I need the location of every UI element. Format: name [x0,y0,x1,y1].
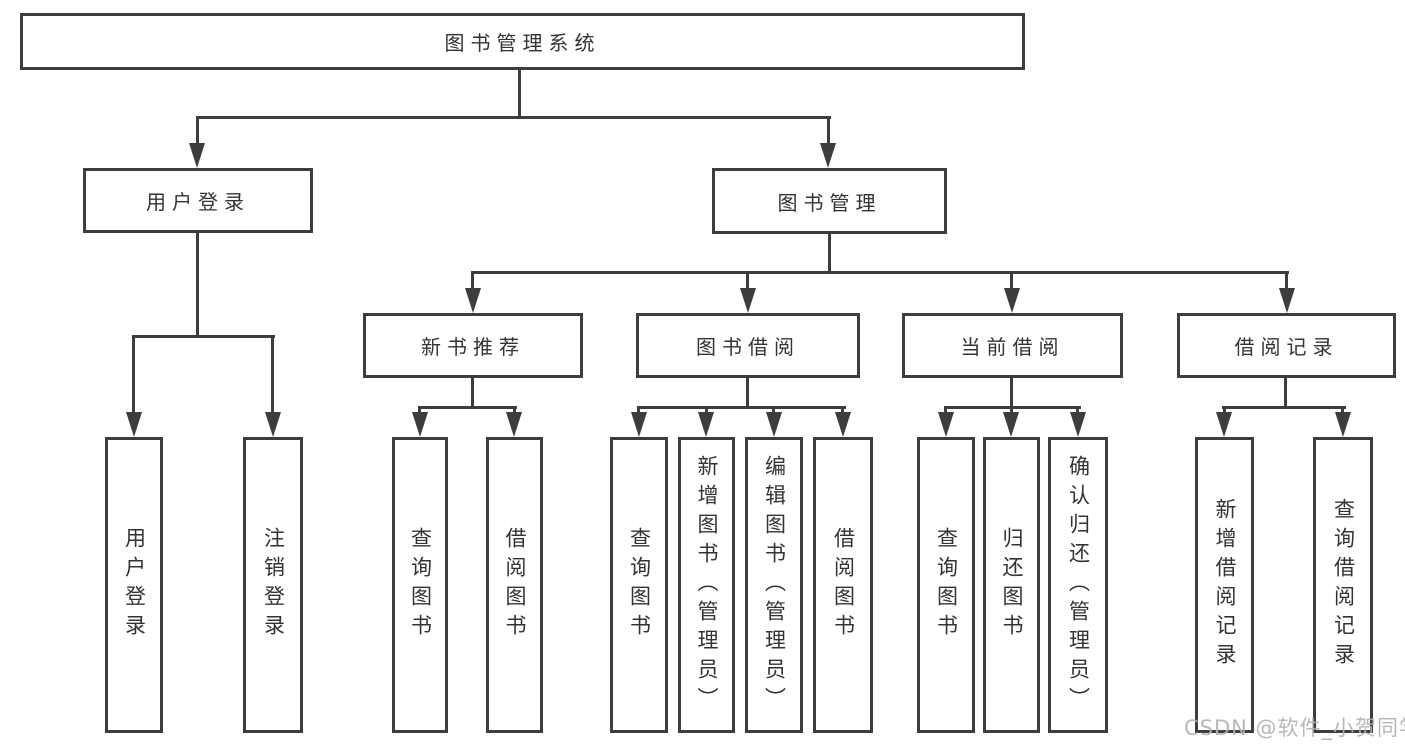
leaf-borrow-books-recommend: 借阅图书 [486,437,543,733]
connector-leaf-drop [772,406,775,416]
arrow-down-icon [412,412,428,437]
arrow-down-icon [631,412,647,437]
connector-leaf-drop [418,406,421,416]
connector-root-stem [518,68,521,119]
arrow-down-icon [126,412,142,437]
connector-leaf-drop [944,406,947,416]
arrow-down-icon [766,412,782,437]
arrow-down-icon [820,143,836,168]
leaf-add-borrow-record: 新增借阅记录 [1195,437,1254,733]
leaf-borrow-books: 借阅图书 [813,437,873,733]
node-user-login-branch: 用户登录 [83,168,313,233]
leaf-query-books-current: 查询图书 [917,437,975,733]
arrow-down-icon [698,412,714,437]
leaf-add-books-admin: 新增图书（管理员） [678,437,735,733]
connector-book-branch-stem [828,232,831,274]
connector-leaf-drop [1223,406,1226,416]
arrow-down-icon [506,412,522,437]
connector-group-stem [746,376,749,409]
connector-leaf-drop [841,406,844,416]
arrow-down-icon [1070,412,1086,437]
arrow-down-icon [1216,412,1232,437]
connector-drop-book-borrow [746,271,749,291]
arrow-down-icon [740,288,756,313]
connector-leaf-drop [1341,406,1344,416]
connector-drop-current-borrow [1010,271,1013,291]
leaf-return-books: 归还图书 [983,437,1040,733]
leaf-logout: 注销登录 [243,437,303,733]
node-book-management-branch: 图书管理 [712,168,947,234]
node-book-borrowing: 图书借阅 [636,313,860,378]
arrow-down-icon [1279,288,1295,313]
arrow-down-icon [938,412,954,437]
arrow-down-icon [1003,412,1019,437]
connector-leaf-drop [637,406,640,416]
node-borrowing-records: 借阅记录 [1177,313,1396,378]
arrow-down-icon [189,143,205,168]
connector-level3-rail [471,271,1289,274]
connector-leaf-drop [1010,406,1013,416]
csdn-watermark: CSDN @软件_小贺同学 [1184,716,1405,740]
node-current-borrowing: 当前借阅 [902,313,1123,378]
connector-leaf-drop [513,406,516,416]
connector-group-stem [1010,376,1013,409]
connector-level2-rail [196,116,831,119]
leaf-confirm-return-admin: 确认归还（管理员） [1048,437,1108,733]
arrow-down-icon [1335,412,1351,437]
connector-group-stem [1284,376,1287,409]
connector-group-stem [471,376,474,409]
leaf-user-login: 用户登录 [105,437,163,733]
connector-leaves-rail [1222,406,1346,409]
leaf-query-books-borrowing: 查询图书 [610,437,668,733]
connector-drop-book-mgmt [827,116,830,145]
arrow-down-icon [1004,288,1020,313]
node-new-book-recommend: 新书推荐 [363,313,583,378]
connector-leaves-rail [637,406,846,409]
connector-leaf-drop [705,406,708,416]
arrow-down-icon [835,412,851,437]
leaf-query-borrow-record: 查询借阅记录 [1313,437,1373,733]
connector-user-leaves-rail [132,335,275,338]
arrow-down-icon [265,412,281,437]
arrow-down-icon [465,288,481,313]
node-root: 图书管理系统 [20,13,1025,70]
connector-drop-user-login [196,116,199,145]
connector-leaves-rail [418,406,517,409]
connector-drop-login-leaf [132,335,135,414]
connector-user-branch-stem [196,231,199,337]
connector-drop-new-books [471,271,474,291]
leaf-edit-books-admin: 编辑图书（管理员） [745,437,803,733]
connector-drop-borrow-records [1285,271,1288,291]
connector-drop-logout-leaf [271,335,274,414]
leaf-query-books-recommend: 查询图书 [392,437,448,733]
connector-leaf-drop [1076,406,1079,416]
